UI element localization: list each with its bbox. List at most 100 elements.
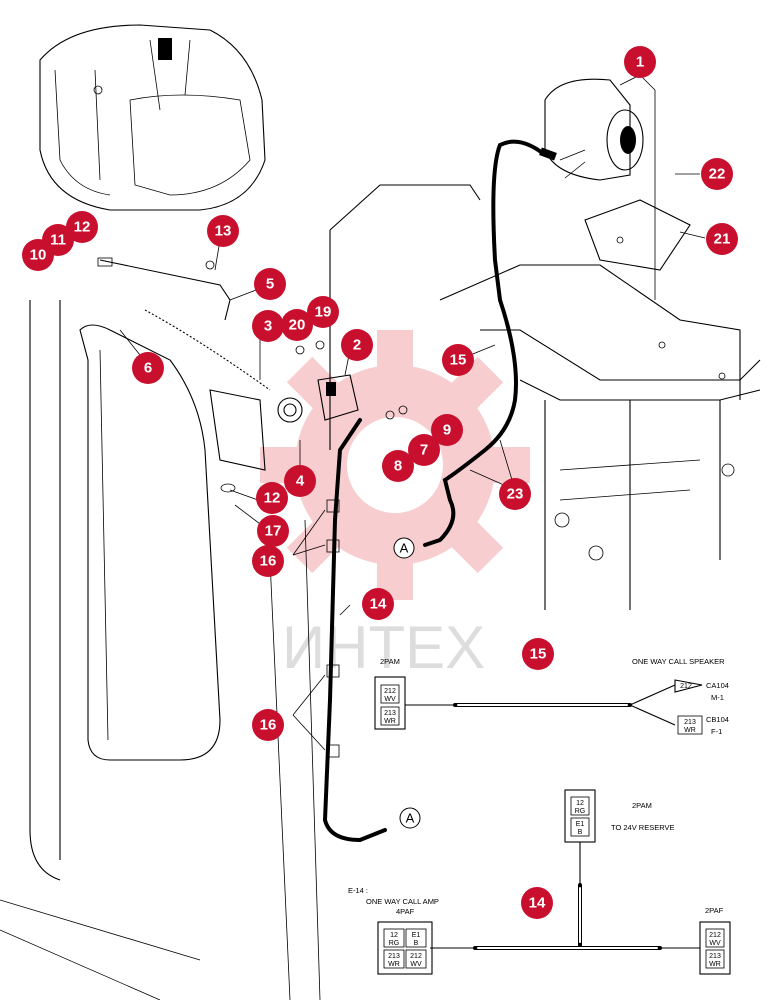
callout-1: 1 xyxy=(624,46,656,78)
svg-text:WR: WR xyxy=(684,727,696,734)
svg-text:M-1: M-1 xyxy=(711,693,724,702)
callout-7: 7 xyxy=(408,434,440,466)
callout-23: 23 xyxy=(499,478,531,510)
svg-text:E1: E1 xyxy=(576,821,585,828)
callout-12-top: 12 xyxy=(66,211,98,243)
svg-text:B: B xyxy=(578,829,583,836)
svg-text:E-14 :: E-14 : xyxy=(348,886,368,895)
machine-overview-sketch xyxy=(39,24,266,211)
callout-14-bottom: 14 xyxy=(521,887,553,919)
ref-a-top: A xyxy=(393,537,415,559)
callout-16-bottom: 16 xyxy=(252,709,284,741)
svg-text:E1: E1 xyxy=(412,932,421,939)
svg-text:14: 14 xyxy=(370,596,387,613)
svg-text:22: 22 xyxy=(709,166,726,183)
svg-text:213: 213 xyxy=(384,710,396,717)
callout-15-bottom: 15 xyxy=(522,638,554,670)
svg-text:F-1: F-1 xyxy=(711,727,722,736)
svg-text:17: 17 xyxy=(265,523,282,540)
speaker-title: ONE WAY CALL SPEAKER xyxy=(632,657,725,666)
svg-text:9: 9 xyxy=(443,422,451,439)
svg-text:3: 3 xyxy=(264,318,272,335)
top-connector-name: 2PAM xyxy=(632,801,652,810)
svg-text:RG: RG xyxy=(389,940,400,947)
svg-text:21: 21 xyxy=(714,231,731,248)
switch-assembly xyxy=(97,257,408,493)
svg-text:12: 12 xyxy=(576,800,584,807)
svg-text:13: 13 xyxy=(215,223,232,240)
cab-frame xyxy=(0,300,321,1000)
svg-text:8: 8 xyxy=(394,458,402,475)
harness-15-route xyxy=(423,139,547,547)
svg-text:23: 23 xyxy=(507,486,524,503)
callout-4: 4 xyxy=(284,465,316,497)
svg-text:20: 20 xyxy=(289,317,306,334)
svg-text:14: 14 xyxy=(529,895,546,912)
callout-16-top: 16 xyxy=(252,545,284,577)
harness-14-route xyxy=(322,418,387,843)
frame-structure xyxy=(329,184,761,610)
top-connector-note: TO 24V RESERVE xyxy=(611,823,675,832)
svg-text:213: 213 xyxy=(684,719,696,726)
callout-14-top: 14 xyxy=(362,588,394,620)
svg-text:RG: RG xyxy=(575,808,586,815)
callout-15-top: 15 xyxy=(442,344,474,376)
svg-text:16: 16 xyxy=(260,553,277,570)
callout-17: 17 xyxy=(257,515,289,547)
svg-text:12: 12 xyxy=(74,219,91,236)
svg-text:1: 1 xyxy=(636,54,644,71)
svg-text:5: 5 xyxy=(266,276,274,293)
svg-text:4: 4 xyxy=(296,473,305,490)
callout-3: 3 xyxy=(252,310,284,342)
svg-text:213: 213 xyxy=(388,953,400,960)
svg-text:7: 7 xyxy=(420,442,428,459)
svg-text:A: A xyxy=(400,541,409,556)
svg-text:12: 12 xyxy=(390,932,398,939)
callout-9: 9 xyxy=(431,414,463,446)
svg-text:4PAF: 4PAF xyxy=(396,907,415,916)
svg-text:15: 15 xyxy=(530,646,547,663)
svg-text:B: B xyxy=(414,940,419,947)
svg-text:16: 16 xyxy=(260,717,277,734)
svg-text:10: 10 xyxy=(30,247,47,264)
callout-5: 5 xyxy=(254,268,286,300)
svg-text:WR: WR xyxy=(384,718,396,725)
svg-text:CA104: CA104 xyxy=(706,681,729,690)
svg-text:212: 212 xyxy=(709,932,721,939)
svg-text:15: 15 xyxy=(450,352,467,369)
svg-text:WV: WV xyxy=(384,696,396,703)
svg-text:2: 2 xyxy=(353,337,361,354)
svg-text:A: A xyxy=(406,811,415,826)
watermark-text: ИНТЕХ xyxy=(282,614,485,681)
callout-13: 13 xyxy=(207,215,239,247)
svg-text:6: 6 xyxy=(144,360,152,377)
callout-8: 8 xyxy=(382,450,414,482)
svg-text:CB104: CB104 xyxy=(706,715,729,724)
harness-14-detail: 12 RG E1 B 2PAM TO 24V RESERVE E-14 : ON… xyxy=(348,789,731,975)
svg-text:212: 212 xyxy=(410,953,422,960)
harness-15-detail: 2PAM 212 WV 213 WR ONE WAY CALL SPEAKER … xyxy=(374,657,729,736)
svg-text:ONE WAY CALL AMP: ONE WAY CALL AMP xyxy=(366,897,439,906)
svg-text:212: 212 xyxy=(680,683,692,690)
svg-text:11: 11 xyxy=(50,232,66,249)
svg-text:212: 212 xyxy=(384,688,396,695)
callout-21: 21 xyxy=(706,223,738,255)
svg-text:2PAF: 2PAF xyxy=(705,906,724,915)
harness-clips xyxy=(326,499,340,758)
speaker-bracket xyxy=(584,199,691,271)
callout-11: 11 xyxy=(42,224,74,256)
callout-19: 19 xyxy=(307,296,339,328)
svg-text:WR: WR xyxy=(388,961,400,968)
callout-2: 2 xyxy=(341,329,373,361)
callout-20: 20 xyxy=(281,309,313,341)
svg-text:12: 12 xyxy=(264,490,281,507)
svg-text:WV: WV xyxy=(709,940,721,947)
svg-text:WV: WV xyxy=(410,961,422,968)
svg-text:WR: WR xyxy=(709,961,721,968)
connector-2pam-name: 2PAM xyxy=(380,657,400,666)
svg-text:213: 213 xyxy=(709,953,721,960)
callout-6: 6 xyxy=(132,352,164,384)
ref-a-bottom: A xyxy=(399,807,421,829)
svg-text:19: 19 xyxy=(315,304,332,321)
